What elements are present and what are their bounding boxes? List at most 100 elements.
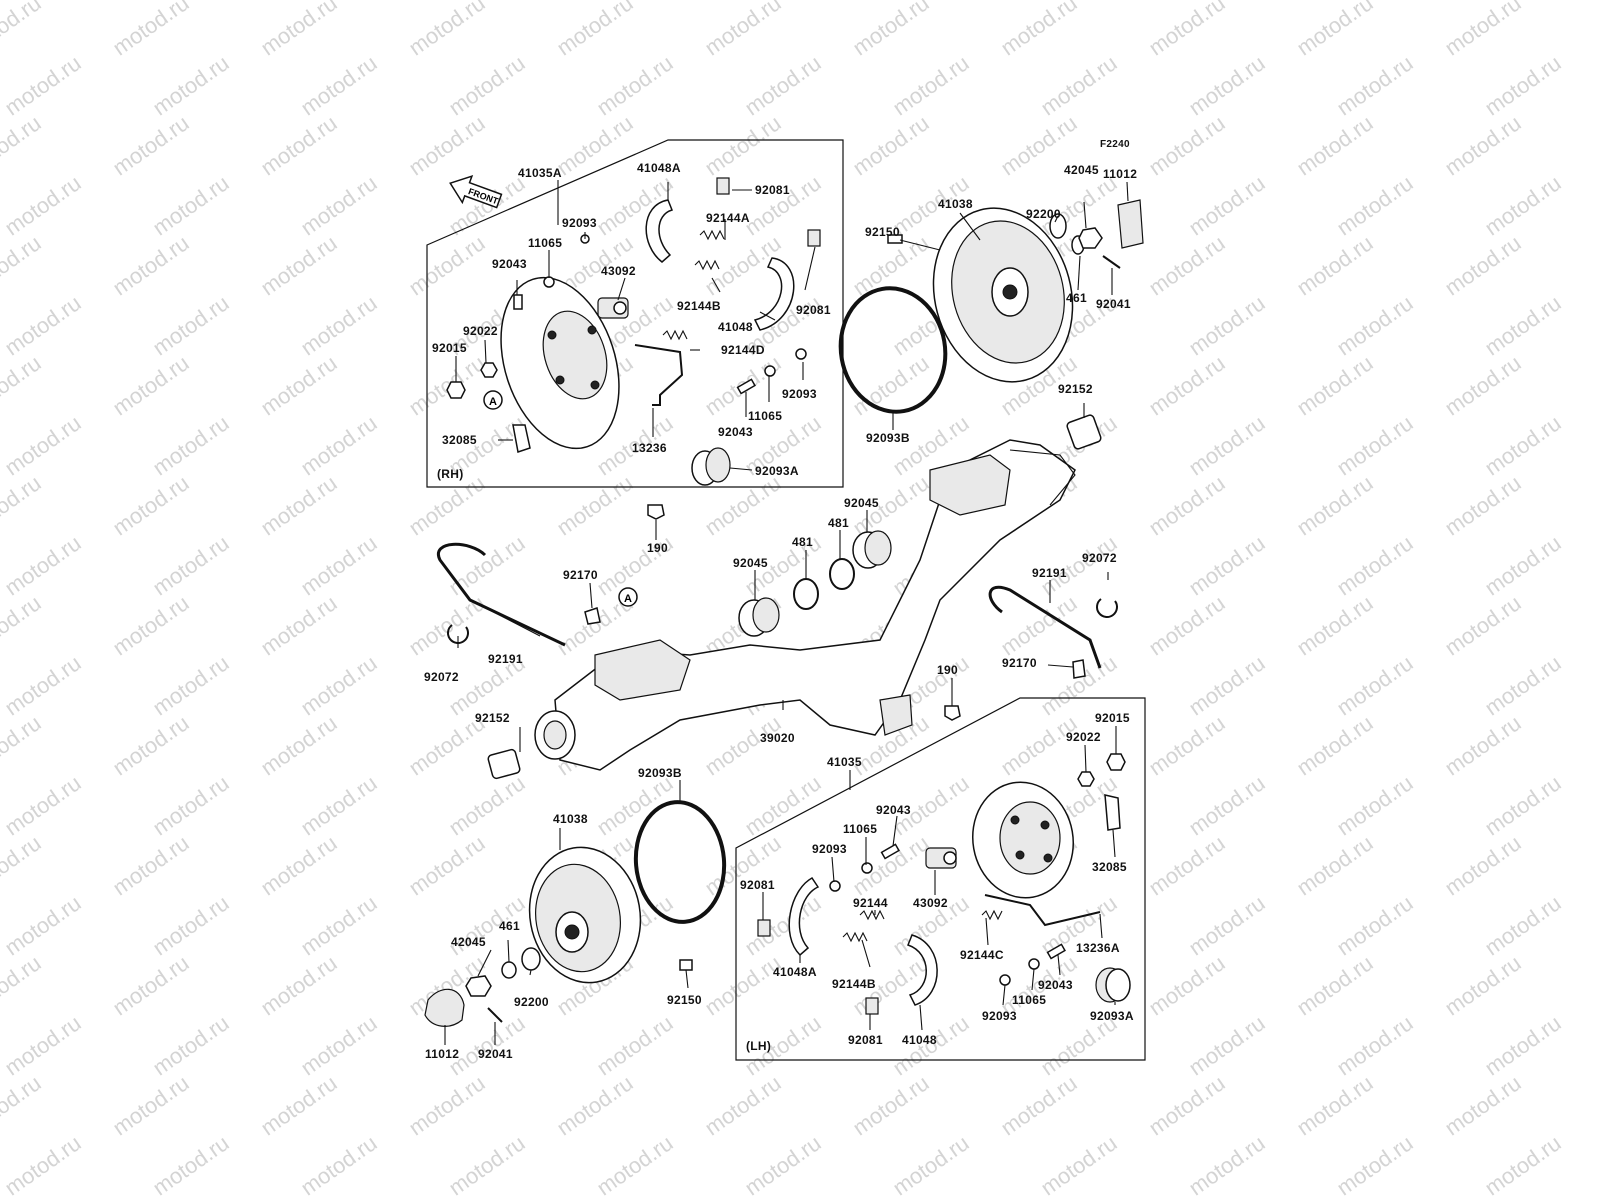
label-92093-rh1: 92093	[562, 216, 597, 230]
label-92081-lh2: 92081	[848, 1033, 883, 1047]
bottom-brake-drum-41038	[528, 846, 642, 984]
label-11012-bot: 11012	[425, 1047, 459, 1061]
rh-label: (RH)	[437, 467, 464, 481]
svg-text:A: A	[489, 396, 497, 408]
label-92043-lh2: 92043	[1038, 978, 1073, 992]
clamp-92072-left	[447, 624, 469, 644]
brake-hose-92191-right	[988, 585, 1102, 669]
label-92093b-top: 92093B	[866, 431, 910, 445]
label-92144c: 92144C	[960, 948, 1004, 962]
label-92200-bot: 92200	[514, 995, 549, 1009]
label-92152-right: 92152	[1058, 382, 1093, 396]
bottom-nut-42045	[465, 975, 492, 997]
rh-pin-92043-2	[736, 378, 756, 395]
label-41048-lh: 41048	[902, 1033, 937, 1047]
callout-a-mid: A	[618, 587, 638, 607]
clip-92170-left	[584, 607, 601, 625]
lh-spring-92144c	[981, 909, 1003, 921]
label-92093a-rh: 92093A	[755, 464, 799, 478]
bottom-bolt-92150	[679, 959, 693, 971]
label-92170-left: 92170	[563, 568, 598, 582]
label-92081-rh1: 92081	[755, 183, 790, 197]
rh-washer-11065-2	[764, 365, 776, 377]
top-cap-11012	[1117, 199, 1144, 249]
label-92093-lh1: 92093	[812, 842, 847, 856]
ring-481-b	[793, 578, 819, 610]
diagram-code: F2240	[1100, 139, 1130, 150]
top-nut-42045	[1078, 227, 1103, 249]
label-92144a: 92144A	[706, 211, 750, 225]
label-92072-left: 92072	[424, 670, 459, 684]
label-41035a: 41035A	[518, 166, 562, 180]
rh-nut-92022	[480, 362, 498, 378]
label-481-a: 481	[828, 516, 849, 530]
label-92144b-lh: 92144B	[832, 977, 876, 991]
label-92144b-rh: 92144B	[677, 299, 721, 313]
rh-clip-32085	[512, 424, 531, 453]
label-32085-lh: 32085	[1092, 860, 1127, 874]
label-43092-rh: 43092	[601, 264, 636, 278]
lh-spring-92144b	[842, 931, 868, 943]
label-92081-rh2: 92081	[796, 303, 831, 317]
label-481-b: 481	[792, 535, 813, 549]
bolt-190-top	[647, 504, 665, 520]
lh-washer-92093-1	[829, 880, 841, 892]
rh-lever-13236	[634, 344, 684, 406]
bushing-92152-left	[487, 748, 521, 780]
rh-spring-92144d	[662, 329, 688, 341]
label-92015-rh: 92015	[432, 341, 467, 355]
rh-brake-shoe-upper	[645, 199, 674, 263]
label-42045-top: 42045	[1064, 163, 1099, 177]
label-32085-rh: 32085	[442, 433, 477, 447]
rh-seal-92093a	[691, 447, 731, 486]
label-92200-top: 92200	[1026, 207, 1061, 221]
label-92144d: 92144D	[721, 343, 765, 357]
label-92043-rh1: 92043	[492, 257, 527, 271]
lh-seal-92093a	[1095, 967, 1131, 1003]
lh-washer-92093-2	[999, 974, 1011, 986]
bolt-190-mid	[944, 705, 961, 721]
label-41048a-lh: 41048A	[773, 965, 817, 979]
label-92041-bot: 92041	[478, 1047, 513, 1061]
label-92093b-bot: 92093B	[638, 766, 682, 780]
top-brake-drum-41038	[932, 207, 1074, 383]
ring-481-a	[829, 558, 855, 590]
rh-group-box	[426, 139, 844, 488]
label-92043-lh1: 92043	[876, 803, 911, 817]
rh-retainer-92081-2	[807, 229, 821, 247]
bearing-92045-left	[738, 597, 780, 637]
lh-spring-92144	[859, 909, 885, 921]
label-39020: 39020	[760, 731, 795, 745]
label-92045-right: 92045	[844, 496, 879, 510]
label-461-top: 461	[1066, 291, 1087, 305]
label-92191-right: 92191	[1032, 566, 1067, 580]
label-11012-top: 11012	[1103, 167, 1137, 181]
label-41038-bot: 41038	[553, 812, 588, 826]
clamp-92072-right	[1096, 598, 1118, 618]
lh-label: (LH)	[746, 1039, 771, 1053]
label-461-bot: 461	[499, 919, 520, 933]
lh-brake-shoe-left	[788, 877, 820, 957]
label-92150-top: 92150	[865, 225, 900, 239]
label-92015-lh: 92015	[1095, 711, 1130, 725]
label-92043-rh2: 92043	[718, 425, 753, 439]
label-92072-right: 92072	[1082, 551, 1117, 565]
rh-washer-11065-1	[543, 276, 555, 288]
top-seal-92093b	[838, 286, 948, 414]
callout-a-rh: A	[483, 390, 503, 410]
rh-washer-92093-2	[795, 348, 807, 360]
label-92152-left: 92152	[475, 711, 510, 725]
label-11065-lh2: 11065	[1012, 993, 1046, 1007]
label-92093a-lh: 92093A	[1090, 1009, 1134, 1023]
lh-wheel-cylinder	[925, 847, 957, 869]
clip-92170-right	[1072, 659, 1086, 679]
label-92150-bot: 92150	[667, 993, 702, 1007]
brake-hose-92191-left	[436, 542, 566, 647]
label-43092-lh: 43092	[913, 896, 948, 910]
label-190-mid: 190	[937, 663, 958, 677]
label-92022-lh: 92022	[1066, 730, 1101, 744]
label-92045-left: 92045	[733, 556, 768, 570]
label-92093-lh2: 92093	[982, 1009, 1017, 1023]
part-labels: 41035A 41048A 92081 92144A 92093 11065 4…	[424, 161, 1137, 1061]
